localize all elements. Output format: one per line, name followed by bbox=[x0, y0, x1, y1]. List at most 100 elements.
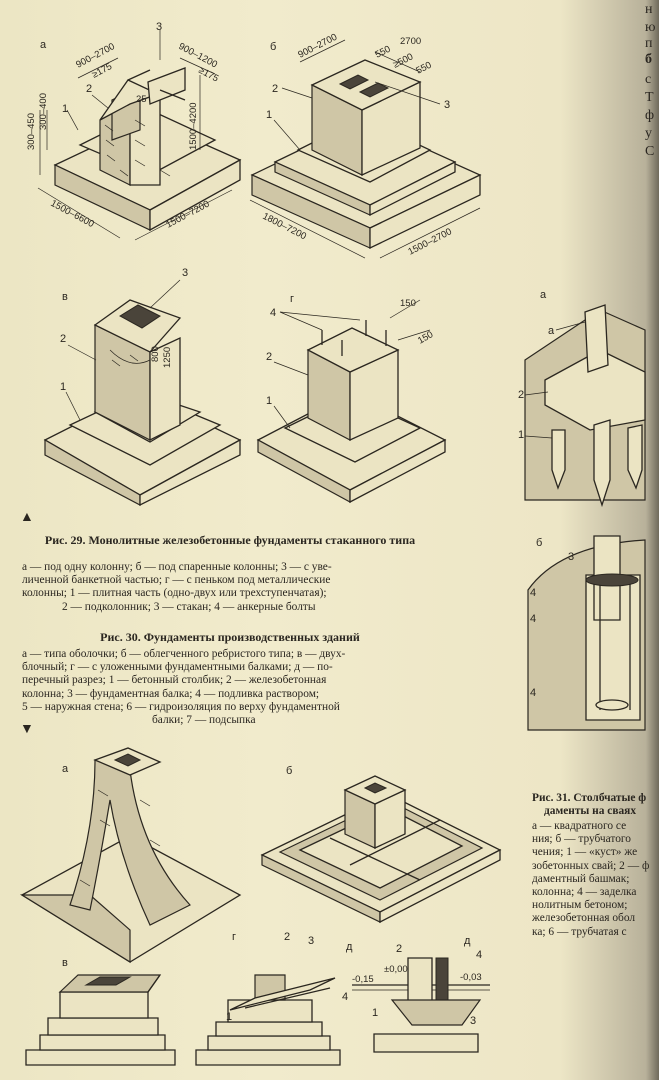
caption-line: 5 — наружная стена; 6 — гидроизоляция по… bbox=[22, 700, 340, 713]
panel-letter: г bbox=[290, 293, 294, 305]
caption-line: даментный башмак; bbox=[532, 872, 630, 885]
callout-number: 1 bbox=[62, 103, 68, 115]
caption-line: колонна; 4 — заделка bbox=[532, 886, 637, 899]
fig29-a-drawing bbox=[53, 67, 242, 232]
dim-label: 550 bbox=[414, 60, 433, 77]
panel-letter: а bbox=[40, 39, 47, 51]
fig31-caption: а — квадратного се ния; б — трубчатого ч… bbox=[532, 820, 659, 939]
panel-letter: а bbox=[62, 763, 69, 775]
edge-text: б bbox=[645, 52, 652, 67]
panel-letter: в bbox=[62, 957, 68, 969]
caption-line: Рис. 31. Столбчатые ф bbox=[532, 792, 647, 804]
dim-label: 1500–2700 bbox=[406, 226, 453, 257]
callout-number: 1 bbox=[372, 1007, 378, 1019]
edge-text: с bbox=[645, 72, 652, 87]
callout-number: 2 bbox=[396, 943, 402, 955]
callout-number: 2 bbox=[272, 83, 278, 95]
dim-label: 300–450 bbox=[26, 113, 37, 150]
fig29-b-drawing: 900–2700 2700 550 ≥500 550 1800–7200 150… bbox=[249, 32, 482, 259]
edge-text: Т bbox=[645, 90, 654, 105]
callout-number: 4 bbox=[530, 613, 536, 625]
callout-number: 3 bbox=[444, 99, 450, 111]
caption-line: колонны; 1 — плитная часть (одно-двух ил… bbox=[22, 587, 327, 600]
edge-text: п bbox=[645, 36, 653, 51]
edge-text: у bbox=[645, 126, 652, 141]
callout-number: 2 bbox=[86, 83, 92, 95]
fig31-b-drawing: 3 4 4 4 bbox=[527, 535, 646, 731]
caption-line: колонна; 3 — фундаментная балка; 4 — под… bbox=[22, 687, 320, 700]
callout-number: 3 bbox=[470, 1015, 476, 1027]
caption-line: зобетонных свай; 2 — ф bbox=[532, 859, 650, 872]
fig30-g-drawing: 2 3 4 1 bbox=[195, 931, 348, 1066]
edge-text: ф bbox=[645, 108, 655, 123]
caption-line: а — под одну колонну; б — под спаренные … bbox=[22, 561, 332, 573]
dim-label: ≥175 bbox=[90, 61, 114, 81]
callout-number: 4 bbox=[530, 587, 536, 599]
fig31-a-drawing: а 2 1 bbox=[518, 304, 646, 508]
fig30-title: Рис. 30. Фундаменты производственных зда… bbox=[100, 630, 360, 644]
caption-line: личенной банкетной частью; г — с пеньком… bbox=[22, 574, 331, 587]
callout-number: 3 bbox=[568, 551, 574, 563]
caption-line: балки; 7 — подсыпка bbox=[152, 714, 256, 727]
dim-label: 1500–6600 bbox=[49, 198, 96, 230]
dim-label: 150 bbox=[400, 298, 416, 309]
panel-letter: в bbox=[62, 291, 68, 303]
caption-line: ка; 6 — трубчатая с bbox=[532, 925, 627, 938]
panel-letter: б bbox=[270, 41, 276, 53]
callout-number: 1 bbox=[266, 395, 272, 407]
caption-line: блочный; г — с уложенными фундаментными … bbox=[22, 661, 333, 674]
callout-number: 2 bbox=[284, 931, 290, 943]
dim-label: 300–400 bbox=[38, 93, 49, 130]
callout-number: 3 bbox=[308, 935, 314, 947]
level-mark: -0,03 bbox=[460, 972, 482, 983]
caption-line: 2 — подколонник; 3 — стакан; 4 — анкерны… bbox=[62, 600, 316, 613]
fig29-v-drawing: 800 1250 3 2 1 bbox=[43, 267, 242, 507]
caption-line: перечный разрез; 1 — бетонный столбик; 2… bbox=[22, 674, 327, 687]
dim-label: 25 bbox=[136, 94, 147, 105]
callout-number: 3 bbox=[182, 267, 188, 279]
panel-letter: д bbox=[346, 941, 353, 953]
up-marker-icon: ▲ bbox=[20, 510, 34, 525]
callout-number: 2 bbox=[518, 389, 524, 401]
dim-label: 1500–4200 bbox=[188, 102, 199, 150]
edge-text: С bbox=[645, 144, 655, 159]
caption-line: ния; б — трубчатого bbox=[532, 833, 631, 846]
dim-label: 1250 bbox=[162, 347, 173, 368]
fig29-title: Рис. 29. Монолитные железобетонные фунда… bbox=[44, 533, 416, 547]
fig29-caption: а — под одну колонну; б — под спаренные … bbox=[22, 561, 432, 614]
panel-letter: а bbox=[540, 289, 547, 301]
level-mark: -0,15 bbox=[352, 974, 374, 985]
fig31-title: Рис. 31. Столбчатые ф даменты на сваях bbox=[532, 792, 659, 818]
level-mark: ±0,00 bbox=[384, 964, 408, 975]
panel-letter: г bbox=[232, 931, 236, 943]
callout-number: 2 bbox=[60, 333, 66, 345]
callout-number: 4 bbox=[530, 687, 536, 699]
callout-number: д bbox=[464, 935, 471, 947]
callout-number: 2 bbox=[266, 351, 272, 363]
caption-line: нолитным бетоном; bbox=[532, 899, 628, 912]
callout-number: 4 bbox=[342, 991, 348, 1003]
callout-number: 3 bbox=[156, 21, 162, 33]
edge-text: н bbox=[645, 2, 653, 17]
panel-letter: б bbox=[536, 537, 542, 549]
callout-number: 4 bbox=[270, 307, 276, 319]
fig30-a-drawing bbox=[19, 747, 242, 964]
dim-label: ≥500 bbox=[391, 51, 415, 70]
dim-label: 800 bbox=[150, 346, 161, 362]
dim-label: 2700 bbox=[400, 36, 421, 47]
edge-text: ю bbox=[645, 20, 656, 35]
caption-line: железобетонная обол bbox=[532, 912, 636, 925]
callout-number: 1 bbox=[226, 1011, 232, 1023]
caption-line: а — квадратного се bbox=[532, 820, 627, 832]
callout-number: 1 bbox=[518, 429, 524, 441]
caption-line: даменты на сваях bbox=[544, 805, 637, 818]
fig30-caption: а — типа оболочки; б — облегченного ребр… bbox=[22, 648, 432, 727]
callout-number: а bbox=[548, 325, 555, 337]
callout-number: 4 bbox=[476, 949, 482, 961]
fig30-v-drawing bbox=[25, 974, 176, 1066]
caption-line: чения; 1 — «куст» же bbox=[532, 846, 638, 859]
down-marker-icon: ▼ bbox=[20, 722, 34, 737]
fig29-g-drawing: 150 150 4 2 1 bbox=[256, 298, 447, 504]
dim-label: 150 bbox=[416, 329, 435, 346]
